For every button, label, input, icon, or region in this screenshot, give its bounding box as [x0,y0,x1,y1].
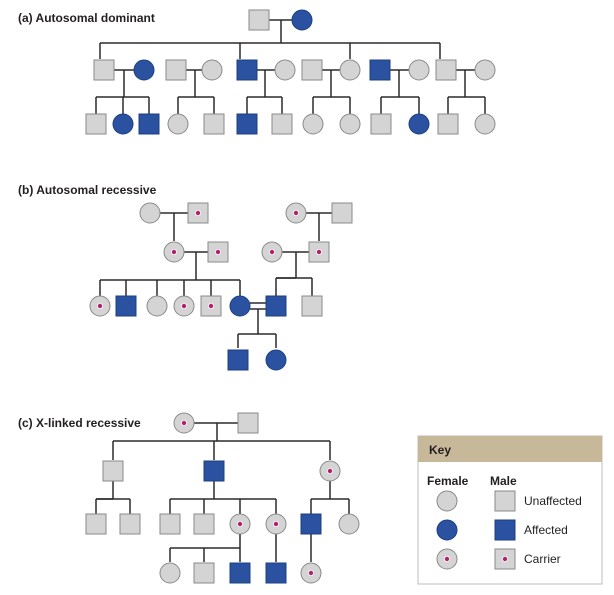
carrier-dot [214,248,221,255]
male-unaffected-symbol [85,513,107,535]
female-unaffected-symbol [338,513,360,535]
carrier-dot [272,521,279,528]
carrier-dot [307,570,314,577]
male-unaffected-symbol [437,113,459,135]
male-unaffected-symbol [193,513,215,535]
male-affected-symbol [229,562,251,584]
carrier-dot [170,248,177,255]
male-affected-symbol [265,562,287,584]
panel-c-title: (c) X-linked recessive [18,416,141,430]
male-affected-symbol [265,295,287,317]
female-unaffected-symbol [474,59,496,81]
key-label-carrier: Carrier [524,552,561,566]
key-heading: Key [429,443,451,457]
male-affected-symbol [203,460,225,482]
male-unaffected-symbol [271,113,293,135]
male-unaffected-symbol [494,490,516,512]
female-unaffected-symbol [436,490,458,512]
carrier-dot [236,521,243,528]
male-affected-symbol [236,113,258,135]
female-affected-symbol [436,519,458,541]
carrier-dot [268,248,275,255]
female-affected-symbol [265,349,287,371]
male-affected-symbol [494,519,516,541]
female-unaffected-symbol [159,562,181,584]
female-unaffected-symbol [167,113,189,135]
female-unaffected-symbol [146,295,168,317]
female-unaffected-symbol [339,59,361,81]
female-affected-symbol [133,59,155,81]
key-symbols [436,490,516,570]
male-unaffected-symbol [93,59,115,81]
male-unaffected-symbol [159,513,181,535]
female-unaffected-symbol [339,113,361,135]
male-unaffected-symbol [102,460,124,482]
key-male-heading: Male [490,474,517,488]
male-unaffected-symbol [203,113,225,135]
male-affected-symbol [115,295,137,317]
carrier-dot [194,209,201,216]
male-unaffected-symbol [237,412,259,434]
male-affected-symbol [227,349,249,371]
carrier-dot [97,302,104,309]
carrier-dot [207,302,214,309]
female-affected-symbol [408,113,430,135]
male-affected-symbol [236,59,258,81]
female-unaffected-symbol [302,113,324,135]
key-female-heading: Female [427,474,469,488]
panel-b-title: (b) Autosomal recessive [18,183,157,197]
key-header [418,436,602,462]
male-unaffected-symbol [248,9,270,31]
pedigree-lines [95,19,486,562]
female-unaffected-symbol [139,202,161,224]
carrier-dot [292,209,299,216]
female-unaffected-symbol [408,59,430,81]
carrier-dot [443,556,450,563]
carrier-dot [180,302,187,309]
male-unaffected-symbol [435,59,457,81]
male-unaffected-symbol [119,513,141,535]
key-legend: Key Female Male Unaffected Affected Carr… [417,435,603,585]
carrier-dot [180,419,187,426]
key-label-affected: Affected [524,523,568,537]
female-unaffected-symbol [274,59,296,81]
female-unaffected-symbol [474,113,496,135]
male-unaffected-symbol [331,202,353,224]
key-label-unaffected: Unaffected [524,494,582,508]
male-unaffected-symbol [193,562,215,584]
male-unaffected-symbol [301,59,323,81]
panel-a-title: (a) Autosomal dominant [18,11,155,25]
male-affected-symbol [138,113,160,135]
female-affected-symbol [229,295,251,317]
male-affected-symbol [300,513,322,535]
male-unaffected-symbol [370,113,392,135]
carrier-dot [315,248,322,255]
male-unaffected-symbol [301,295,323,317]
male-unaffected-symbol [165,59,187,81]
male-unaffected-symbol [85,113,107,135]
female-unaffected-symbol [201,59,223,81]
female-affected-symbol [112,113,134,135]
pedigree-symbols [85,9,496,584]
male-affected-symbol [369,59,391,81]
carrier-dot [326,467,333,474]
female-affected-symbol [291,9,313,31]
carrier-dot [501,556,508,563]
